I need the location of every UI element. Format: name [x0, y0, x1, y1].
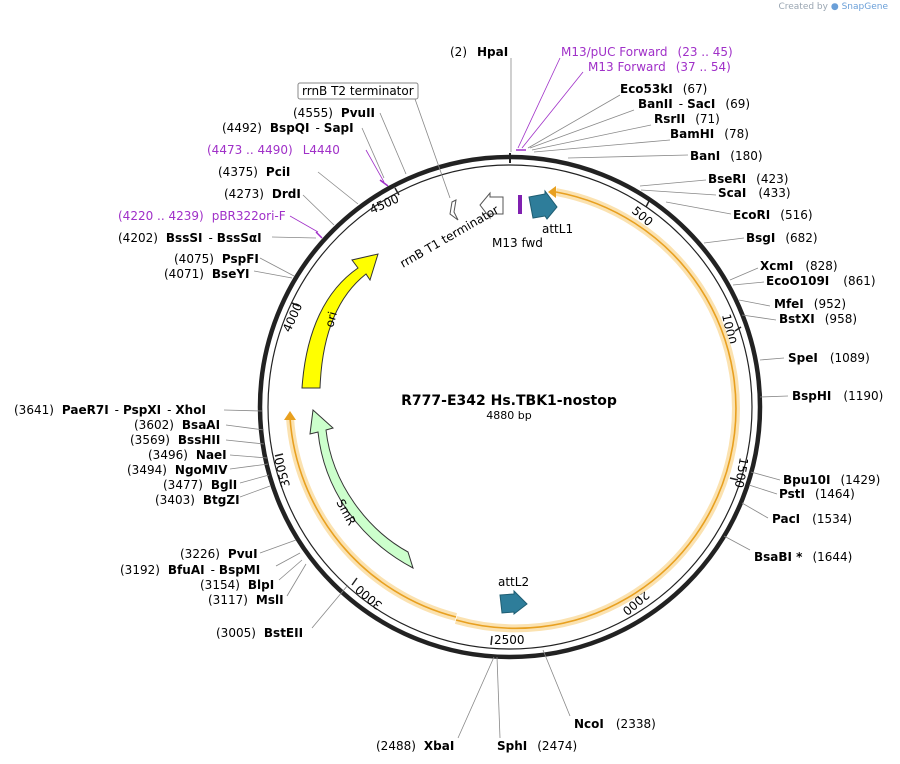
tick-4500: 4500 — [368, 192, 402, 217]
orf-start-marker — [548, 186, 556, 198]
attl1-arrow — [528, 189, 558, 220]
snapgene-logo: ● — [830, 2, 839, 12]
leader-lines — [223, 57, 789, 739]
site-bsssi-bsssai: (4202)BssSI-BssSαI — [118, 231, 262, 245]
site-bspqi-sapi: (4492)BspQI-SapI — [222, 121, 354, 135]
site-bamhi: BamHI(78) — [670, 127, 749, 141]
site-msli: (3117)MslI — [208, 593, 284, 607]
site-bgli: (3477)BglI — [163, 478, 237, 492]
sites-left: (3005)BstEII (3117)MslI (3154)BlpI (3192… — [14, 106, 375, 640]
site-paer7i-pspxi-xhoi: (3641)PaeR7I-PspXI-XhoI — [14, 403, 206, 417]
sites-right: (2)HpaI Eco53kI(67) BanII-SacI(69) RsrII… — [376, 45, 883, 753]
site-rsrii: RsrII(71) — [654, 112, 720, 126]
tick-2500: 2500 — [494, 633, 525, 647]
site-bsaai: (3602)BsaAI — [134, 418, 220, 432]
site-banii-saci: BanII-SacI(69) — [638, 97, 750, 111]
site-bseri: BseRI(423) — [708, 172, 788, 186]
orf-arc — [284, 186, 740, 633]
site-ngomiv: (3494)NgoMIV — [127, 463, 228, 477]
rrnb-t1-label: rrnB T1 terminator — [398, 203, 502, 271]
credit-prefix: Created by — [778, 2, 828, 12]
site-pspfi: (4075)PspFI — [174, 252, 259, 266]
site-naei: (3496)NaeI — [148, 448, 227, 462]
tick-1500: 1500 — [732, 456, 751, 489]
site-pcii: (4375)PciI — [218, 165, 290, 179]
site-bsphi: BspHI(1190) — [792, 389, 883, 403]
site-bsteii: (3005)BstEII — [216, 626, 303, 640]
primer-marks — [315, 149, 526, 239]
m13-fwd-feature — [518, 195, 522, 214]
site-scai: ScaI(433) — [718, 186, 791, 200]
primer-m13-puc-forward: M13/pUC Forward(23 .. 45) — [561, 45, 733, 59]
site-xcmi: XcmI(828) — [760, 259, 838, 273]
site-sphi: SphI(2474) — [497, 739, 577, 753]
primer-l4440: (4473 .. 4490)L4440 — [207, 143, 340, 157]
site-bstxi: BstXI(958) — [779, 312, 857, 326]
site-bseyi: (4071)BseYI — [164, 267, 250, 281]
site-bfuai-bspmi: (3192)BfuAI-BspMI — [120, 563, 260, 577]
rrnb-t2-label: rrnB T2 terminator — [302, 84, 414, 98]
ori-label: ori — [322, 310, 340, 329]
primer-m13-forward: M13 Forward(37 .. 54) — [588, 60, 731, 74]
site-bsshii: (3569)BssHII — [130, 433, 220, 447]
site-ncoi: NcoI(2338) — [574, 717, 656, 731]
rrnb-t1-arrow — [479, 191, 504, 220]
smr-label: SmR — [333, 497, 358, 528]
plasmid-size: 4880 bp — [486, 409, 531, 422]
credit: Created by ● SnapGene — [778, 2, 888, 12]
tick-3500: 3500 — [272, 456, 293, 489]
site-pvui: (3226)PvuI — [180, 547, 258, 561]
attl2-label: attL2 — [498, 575, 529, 589]
m13-fwd-label: M13 fwd — [492, 236, 543, 250]
rrnb-t2-arrow — [449, 199, 459, 221]
site-ecori: EcoRI(516) — [733, 208, 813, 222]
ori-feature — [301, 253, 379, 389]
site-eco53ki: Eco53kI(67) — [620, 82, 707, 96]
rrnb-t2-box — [297, 82, 419, 100]
site-bsabi: BsaBI *(1644) — [754, 550, 852, 564]
site-pvuii: (4555)PvuII — [293, 106, 375, 120]
primer-pbr322ori-f: (4220 .. 4239)pBR322ori-F — [118, 209, 286, 223]
site-ecoo109i: EcoO109I(861) — [766, 274, 876, 288]
site-hpai: (2)HpaI — [450, 45, 508, 59]
credit-brand: SnapGene — [841, 2, 888, 12]
site-bani: BanI(180) — [690, 149, 763, 163]
attl1-label: attL1 — [542, 222, 573, 236]
site-xbai: (2488)XbaI — [376, 739, 454, 753]
orf-end-arrow — [284, 411, 296, 420]
site-bpu10i: Bpu10I(1429) — [783, 473, 880, 487]
site-drdi: (4273)DrdI — [224, 187, 301, 201]
site-bsgi: BsgI(682) — [746, 231, 818, 245]
attl2-arrow — [499, 589, 528, 616]
site-paci: PacI(1534) — [772, 512, 852, 526]
site-btgzi: (3403)BtgZI — [155, 493, 240, 507]
smr-feature — [309, 408, 414, 570]
site-mfei: MfeI(952) — [774, 297, 846, 311]
site-psti: PstI(1464) — [779, 487, 855, 501]
site-spei: SpeI(1089) — [788, 351, 870, 365]
tick-3000: 3000 — [353, 582, 385, 612]
plasmid-name: R777-E342 Hs.TBK1-nostop — [401, 393, 617, 409]
site-blpi: (3154)BlpI — [200, 578, 274, 592]
